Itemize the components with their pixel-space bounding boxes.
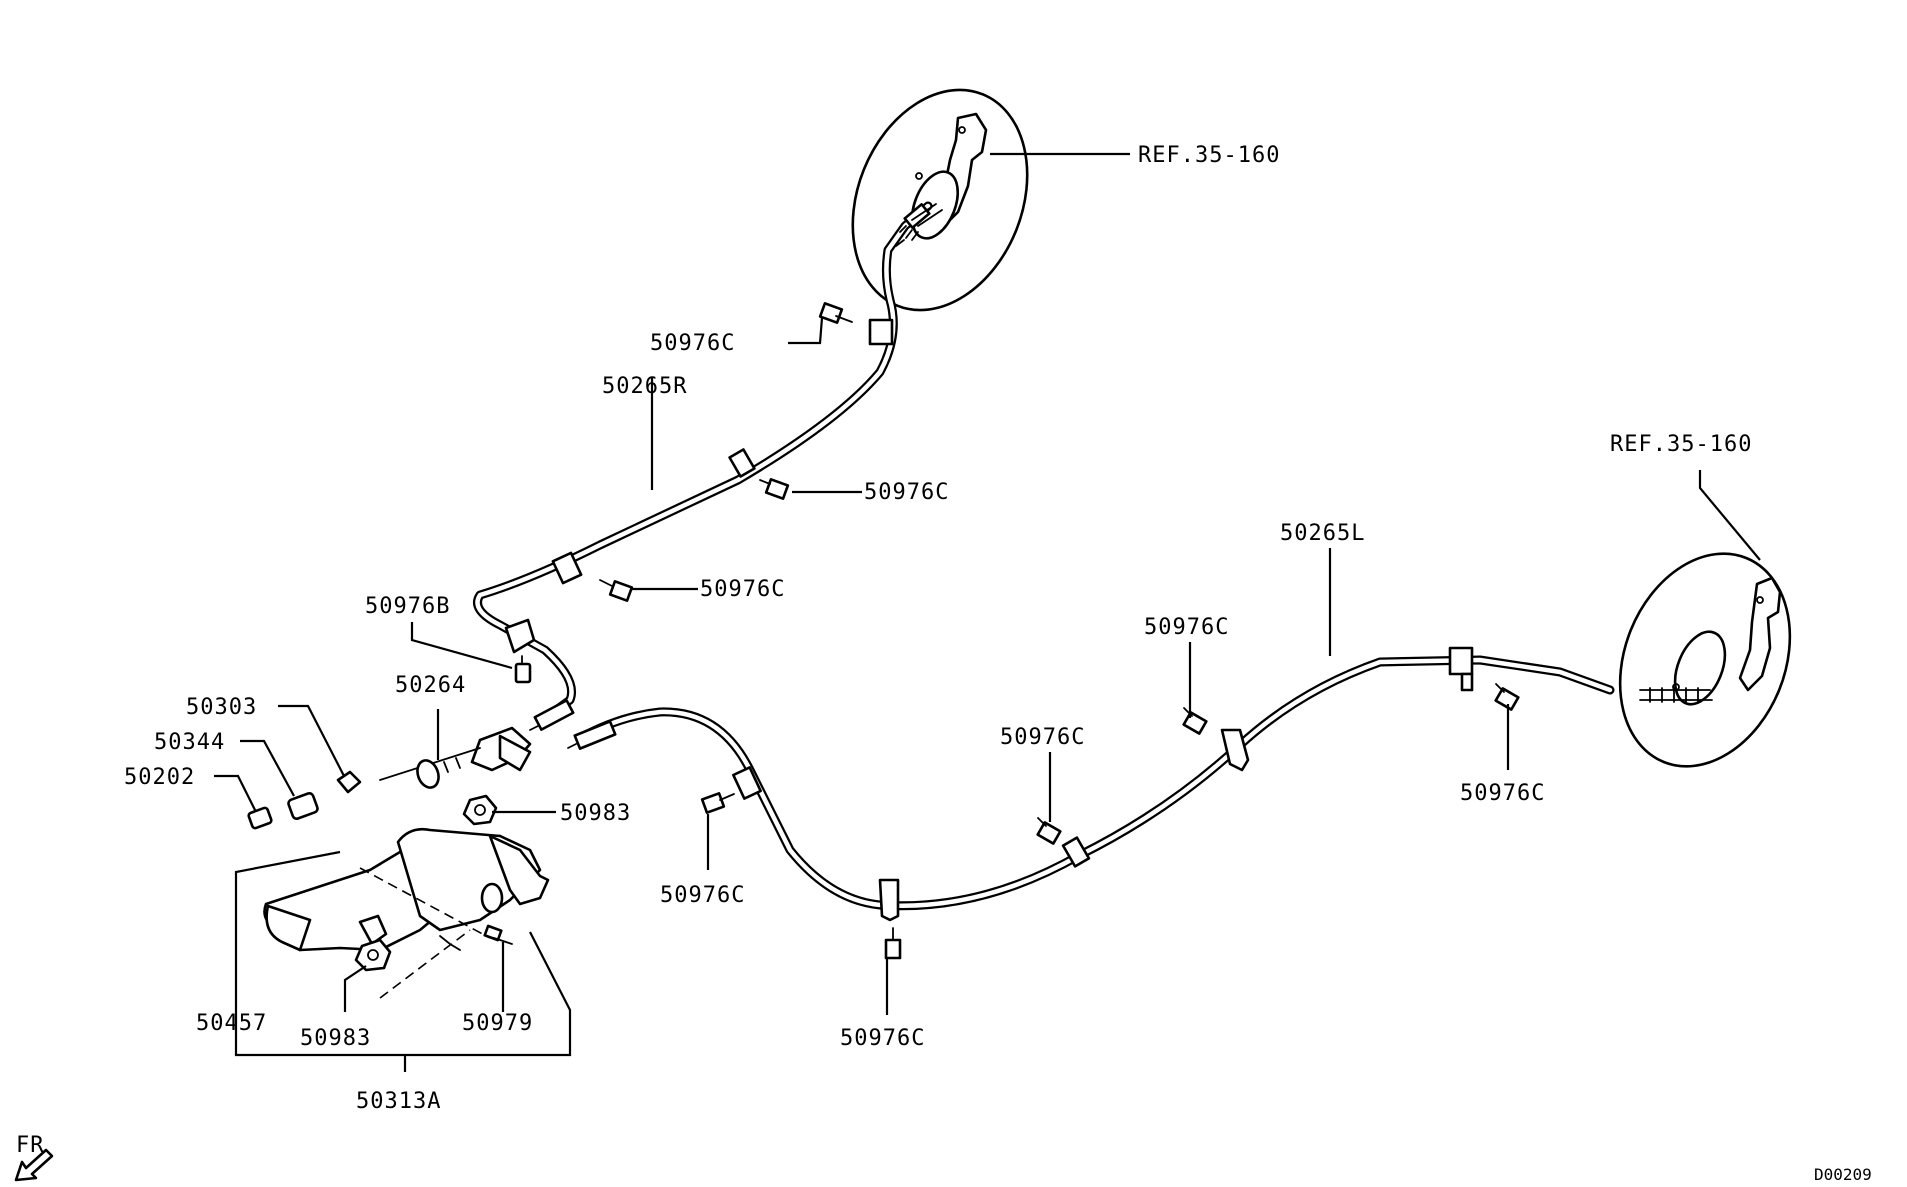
bolt-50976C-bottom: [884, 927, 902, 960]
leader-lines: [214, 152, 1761, 1072]
bolt-50976C-right: [1494, 683, 1520, 711]
label-50313A: 50313A: [356, 1089, 441, 1114]
label-50976C-center: 50976C: [1000, 725, 1085, 750]
bolt-50979: [483, 924, 513, 945]
label-50976B: 50976B: [365, 594, 450, 619]
label-50265R: 50265R: [602, 374, 687, 399]
label-50979: 50979: [462, 1011, 533, 1036]
backing-plate-right: [1618, 552, 1792, 768]
backing-plate-upper-right: [851, 88, 1029, 312]
label-50976C-mid: 50976C: [864, 480, 949, 505]
nut-50983-top: [462, 794, 498, 826]
nut-50983-bottom: [354, 938, 392, 972]
bolt-50976C-top: [818, 302, 853, 324]
bolt-50976C-under: [700, 792, 735, 814]
part-50202: [247, 806, 273, 830]
label-50264: 50264: [395, 673, 466, 698]
front-direction-arrow: FR: [14, 1133, 54, 1182]
label-50976C-right-mid: 50976C: [1144, 615, 1229, 640]
diagram-code: D00209: [1814, 1165, 1872, 1184]
label-50303: 50303: [186, 695, 257, 720]
bolt-50976C-low: [599, 579, 634, 602]
label-50983-bottom: 50983: [300, 1026, 371, 1051]
label-50976C-low: 50976C: [700, 577, 785, 602]
clip-50976B: [514, 655, 532, 684]
label-50976C-bottom: 50976C: [840, 1026, 925, 1051]
bolt-50976C-mid: [759, 478, 790, 500]
label-50202: 50202: [124, 765, 195, 790]
equalizer-50264: [379, 726, 532, 789]
cable-50265L: [567, 646, 1713, 922]
label-50976C-under: 50976C: [660, 883, 745, 908]
label-ref-top: REF.35-160: [1138, 143, 1280, 168]
cable-50265R: [473, 201, 943, 731]
label-50265L: 50265L: [1280, 521, 1365, 546]
label-50976C-right: 50976C: [1460, 781, 1545, 806]
bolt-50976C-center: [1036, 817, 1062, 845]
label-50344: 50344: [154, 730, 225, 755]
part-50344: [287, 791, 319, 821]
label-ref-right: REF.35-160: [1610, 432, 1752, 457]
label-50457: 50457: [196, 1011, 267, 1036]
part-50303: [336, 770, 362, 794]
bolt-50976C-right-mid: [1182, 707, 1208, 735]
label-50983-top: 50983: [560, 801, 631, 826]
front-direction-label: FR: [16, 1133, 45, 1158]
label-50976C-top: 50976C: [650, 331, 735, 356]
parking-lever-assembly: [263, 827, 550, 999]
